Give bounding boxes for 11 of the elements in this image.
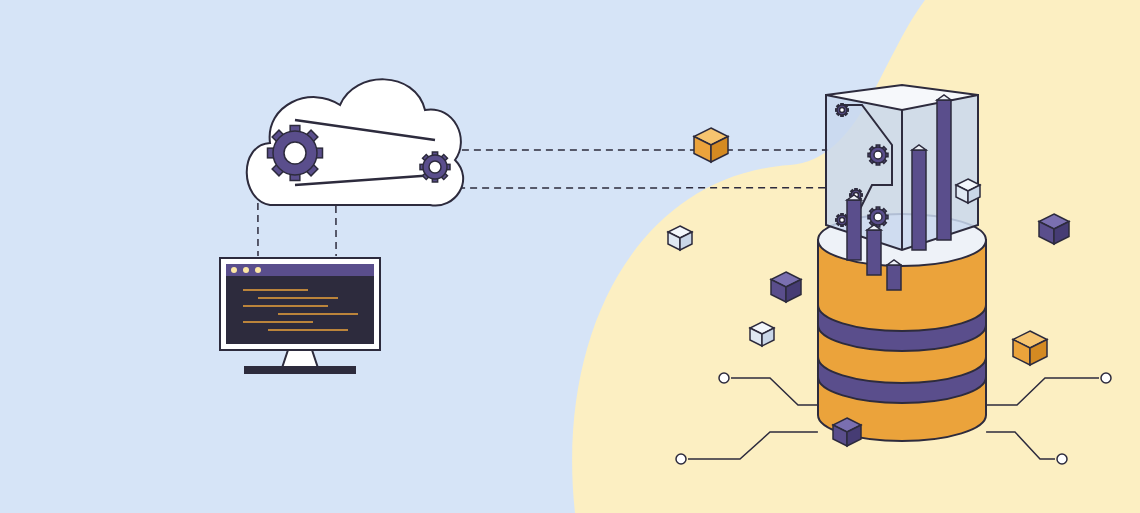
connector-line xyxy=(257,202,259,257)
connector-line xyxy=(730,377,819,406)
circuit-end-dot xyxy=(1055,452,1069,466)
circuit-end-dot xyxy=(674,452,688,466)
connector-line xyxy=(687,431,819,460)
computer-monitor-drawing xyxy=(218,256,382,376)
connector-line xyxy=(985,431,1056,460)
circuit-end-dot xyxy=(717,371,731,385)
connector-line xyxy=(335,205,337,257)
circuit-end-dot xyxy=(1099,371,1113,385)
connector-line xyxy=(985,377,1100,406)
